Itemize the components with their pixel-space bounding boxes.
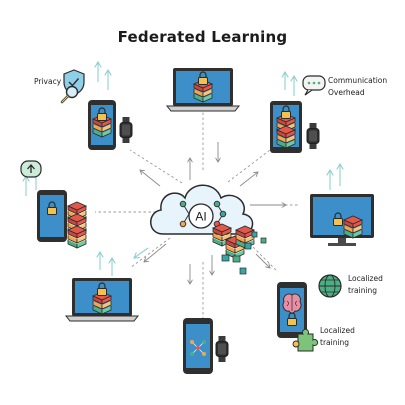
- localized-training-label-1: Localized training: [348, 273, 383, 297]
- laptop-icon: [165, 68, 241, 112]
- globe-icon: [318, 274, 342, 298]
- ai-label: AI: [195, 210, 206, 224]
- privacy-label: Privacy: [34, 77, 62, 86]
- monitor-icon: [310, 194, 374, 246]
- smartwatch-icon: [119, 116, 133, 144]
- phone-icon: [37, 190, 67, 242]
- smartwatch-icon: [306, 122, 320, 150]
- localized-training-1-line1: Localized: [348, 274, 383, 283]
- phone-icon: [183, 318, 213, 374]
- neural-network-icon: AI: [179, 200, 227, 229]
- localized-training-2-line2: training: [320, 338, 350, 347]
- magnifier-icon: [60, 85, 79, 104]
- data-stack-icon: [67, 201, 87, 249]
- connector-top-left: [129, 149, 183, 184]
- localized-training-1-line2: training: [348, 286, 378, 295]
- puzzle-icon: [292, 328, 319, 352]
- arrow-to-top-left: [140, 170, 161, 187]
- gray-arrows: [140, 142, 286, 284]
- arrow-to-bottom-right: [255, 253, 270, 268]
- tablet-icon: [270, 101, 302, 153]
- data-stack-icon: [212, 223, 267, 275]
- communication-overhead-label: Communication Overhead: [328, 75, 387, 99]
- teal-arrows: [26, 62, 340, 276]
- laptop-icon: [64, 278, 140, 322]
- diagram-title: Federated Learning: [117, 28, 288, 46]
- connector-top-right: [227, 149, 271, 183]
- smartwatch-icon: [215, 335, 229, 363]
- communication-label-line1: Communication: [328, 76, 388, 85]
- arrow-to-top-right: [239, 172, 258, 187]
- phone-icon: [88, 100, 116, 150]
- upload-icon: [20, 160, 42, 178]
- communication-label-line2: Overhead: [328, 88, 365, 97]
- speech-bubble-icon: [302, 75, 326, 96]
- localized-training-label-2: Localized training: [320, 325, 355, 349]
- connector-bottom-left: [129, 237, 171, 269]
- arrow-to-bottom-left: [144, 243, 167, 262]
- brain-icon: [282, 293, 302, 314]
- localized-training-2-line1: Localized: [320, 326, 355, 335]
